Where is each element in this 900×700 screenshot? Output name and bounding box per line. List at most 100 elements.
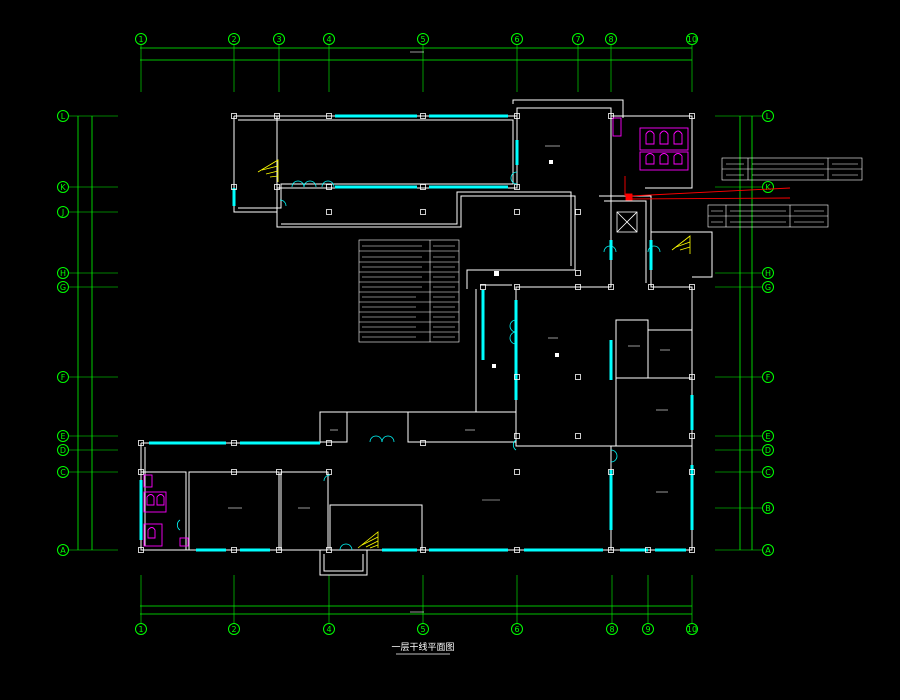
structural-column xyxy=(326,547,332,553)
svg-text:D: D xyxy=(765,446,771,455)
structural-columns xyxy=(138,113,695,553)
sanitary-fixtures xyxy=(143,117,689,547)
axis-bubble-bottom: 8 xyxy=(606,623,618,635)
svg-text:L: L xyxy=(766,112,771,121)
windows xyxy=(139,114,694,552)
axis-bubble-left: E xyxy=(57,430,69,442)
structural-column xyxy=(420,209,426,215)
structural-column xyxy=(231,113,237,119)
svg-text:D: D xyxy=(60,446,66,455)
axis-leader-lines xyxy=(69,45,762,623)
structural-column xyxy=(689,113,695,119)
svg-text:C: C xyxy=(765,468,771,477)
axis-bubble-right: K xyxy=(762,181,774,193)
svg-text:8: 8 xyxy=(608,35,613,44)
structural-column xyxy=(420,184,426,190)
axis-bubble-top: 1 xyxy=(135,33,147,45)
structural-column xyxy=(231,184,237,190)
structural-column xyxy=(274,113,280,119)
svg-text:10: 10 xyxy=(687,35,697,44)
structural-column xyxy=(689,547,695,553)
svg-text:E: E xyxy=(60,432,65,441)
panel-schedule-strokes xyxy=(362,245,455,338)
structural-column xyxy=(689,433,695,439)
dimension-lines xyxy=(77,47,753,615)
structural-column xyxy=(575,209,581,215)
structural-column xyxy=(575,284,581,290)
door-swings xyxy=(176,171,661,551)
structural-column xyxy=(231,547,237,553)
svg-text:H: H xyxy=(60,269,66,278)
axis-bubble-top: 3 xyxy=(273,33,285,45)
svg-text:8: 8 xyxy=(609,625,614,634)
svg-text:10: 10 xyxy=(687,625,697,634)
svg-text:6: 6 xyxy=(514,35,519,44)
svg-text:A: A xyxy=(765,546,771,555)
axis-bubble-left: A xyxy=(57,544,69,556)
svg-text:K: K xyxy=(60,183,66,192)
svg-text:H: H xyxy=(765,269,771,278)
svg-text:L: L xyxy=(61,112,66,121)
svg-text:1: 1 xyxy=(138,625,143,634)
svg-text:C: C xyxy=(60,468,66,477)
structural-column xyxy=(514,284,520,290)
svg-text:B: B xyxy=(765,504,771,513)
feeder-table-strokes xyxy=(711,163,858,223)
axis-bubble-right: F xyxy=(762,371,774,383)
structural-column xyxy=(138,547,144,553)
axis-bubble-left: J xyxy=(57,206,69,218)
axis-bubble-right: A xyxy=(762,544,774,556)
axis-bubble-top: 5 xyxy=(417,33,429,45)
axis-bubble-left: L xyxy=(57,110,69,122)
axis-bubble-right: H xyxy=(762,267,774,279)
structural-column xyxy=(608,547,614,553)
structural-column xyxy=(514,209,520,215)
svg-text:2: 2 xyxy=(231,625,236,634)
structural-column xyxy=(231,469,237,475)
room-tag-marks xyxy=(228,51,670,613)
structural-column xyxy=(514,113,520,119)
structural-column xyxy=(608,113,614,119)
axis-bubble-left: G xyxy=(57,281,69,293)
svg-text:5: 5 xyxy=(420,625,425,634)
top-axis-bubbles: 1 2 3 4 5 6 7 8 10 xyxy=(135,33,698,45)
axis-bubble-right: G xyxy=(762,281,774,293)
axis-bubble-top: 6 xyxy=(511,33,523,45)
structural-column xyxy=(514,184,520,190)
structural-column xyxy=(326,184,332,190)
drawing-title: 一层干线平面图 xyxy=(391,641,454,653)
svg-text:2: 2 xyxy=(231,35,236,44)
structural-column xyxy=(689,469,695,475)
structural-column xyxy=(326,209,332,215)
svg-text:F: F xyxy=(766,373,771,382)
structural-column xyxy=(274,184,280,190)
lift-shaft xyxy=(616,211,638,233)
axis-bubble-right: L xyxy=(762,110,774,122)
axis-bubble-left: F xyxy=(57,371,69,383)
svg-text:F: F xyxy=(61,373,66,382)
axis-bubble-top: 7 xyxy=(572,33,584,45)
structural-column xyxy=(420,547,426,553)
structural-column xyxy=(276,547,282,553)
svg-text:G: G xyxy=(765,283,771,292)
axis-bubble-right: E xyxy=(762,430,774,442)
svg-text:1: 1 xyxy=(138,35,143,44)
axis-bubble-bottom: 2 xyxy=(228,623,240,635)
axis-bubble-left: D xyxy=(57,444,69,456)
structural-column xyxy=(645,547,651,553)
structural-column xyxy=(420,440,426,446)
structural-column xyxy=(648,284,654,290)
structural-column xyxy=(326,113,332,119)
structural-column xyxy=(480,284,486,290)
structural-column xyxy=(689,284,695,290)
axis-bubble-right: D xyxy=(762,444,774,456)
axis-bubble-bottom: 10 xyxy=(686,623,698,635)
axis-bubble-bottom: 6 xyxy=(511,623,523,635)
cable-routing xyxy=(624,176,791,201)
structural-column xyxy=(689,374,695,380)
axis-bubble-left: C xyxy=(57,466,69,478)
svg-text:A: A xyxy=(60,546,66,555)
structural-column xyxy=(138,469,144,475)
svg-text:J: J xyxy=(61,208,64,217)
